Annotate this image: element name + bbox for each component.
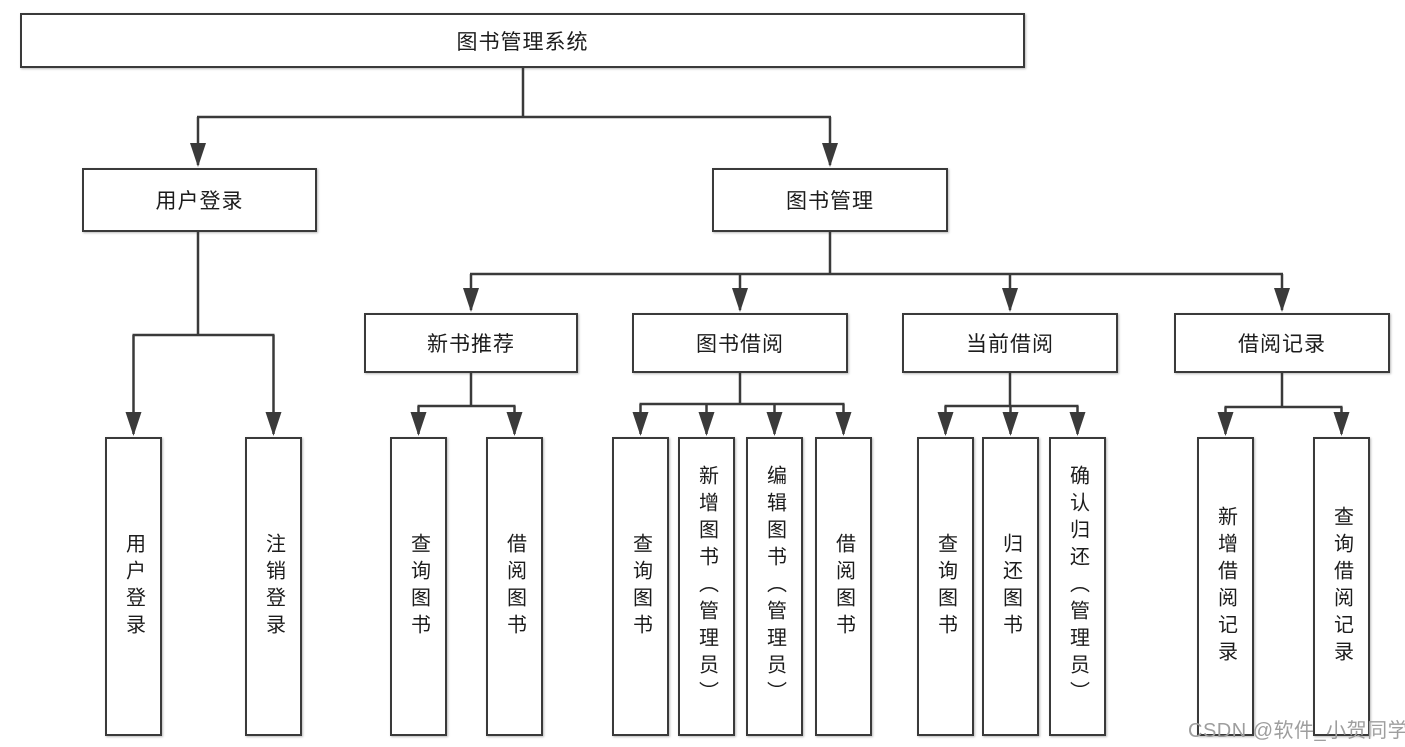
node-library-system: 图书管理系统 — [20, 13, 1025, 68]
node-query-borrow-record: 查询借阅记录 — [1313, 437, 1370, 736]
node-label: 新增借阅记录 — [1214, 505, 1237, 668]
node-label: 借阅图书 — [503, 532, 526, 641]
node-query-books-recommend: 查询图书 — [390, 437, 447, 736]
node-borrow-books-borrowing: 借阅图书 — [815, 437, 872, 736]
node-label: 当前借阅 — [966, 333, 1054, 356]
node-label: 查询借阅记录 — [1330, 505, 1353, 668]
node-label: 借阅记录 — [1238, 333, 1326, 356]
node-label: 新书推荐 — [427, 333, 515, 356]
node-label: 借阅图书 — [832, 532, 855, 641]
node-current-borrowing: 当前借阅 — [902, 313, 1118, 373]
node-label: 归还图书 — [999, 532, 1022, 641]
node-label: 用户登录 — [155, 190, 244, 213]
node-label: 查询图书 — [629, 532, 652, 641]
node-add-borrow-record: 新增借阅记录 — [1197, 437, 1254, 736]
node-label: 图书管理 — [786, 190, 874, 213]
node-borrow-records: 借阅记录 — [1174, 313, 1390, 373]
node-new-book-recommendation: 新书推荐 — [364, 313, 578, 373]
node-label: 编辑图书（管理员） — [763, 465, 786, 708]
node-label: 图书管理系统 — [456, 30, 589, 54]
node-book-borrowing: 图书借阅 — [632, 313, 848, 373]
watermark: CSDN @软件_小贺同学 — [1188, 720, 1405, 742]
node-query-books-current: 查询图书 — [917, 437, 974, 736]
node-label: 图书借阅 — [696, 333, 784, 356]
node-label: 注销登录 — [262, 532, 285, 641]
node-book-management: 图书管理 — [712, 168, 948, 232]
node-return-books: 归还图书 — [982, 437, 1039, 736]
node-add-books-admin: 新增图书（管理员） — [678, 437, 735, 736]
node-query-books-borrowing: 查询图书 — [612, 437, 669, 736]
node-confirm-return-admin: 确认归还（管理员） — [1049, 437, 1106, 736]
node-label: 新增图书（管理员） — [695, 465, 718, 708]
node-label: 用户登录 — [122, 532, 145, 641]
node-label: 查询图书 — [407, 532, 430, 641]
node-logout-leaf: 注销登录 — [245, 437, 302, 736]
node-label: 查询图书 — [934, 532, 957, 641]
node-user-login-leaf: 用户登录 — [105, 437, 162, 736]
node-borrow-books-recommend: 借阅图书 — [486, 437, 543, 736]
node-user-login: 用户登录 — [82, 168, 317, 232]
node-label: 确认归还（管理员） — [1066, 465, 1089, 708]
node-edit-books-admin: 编辑图书（管理员） — [746, 437, 803, 736]
